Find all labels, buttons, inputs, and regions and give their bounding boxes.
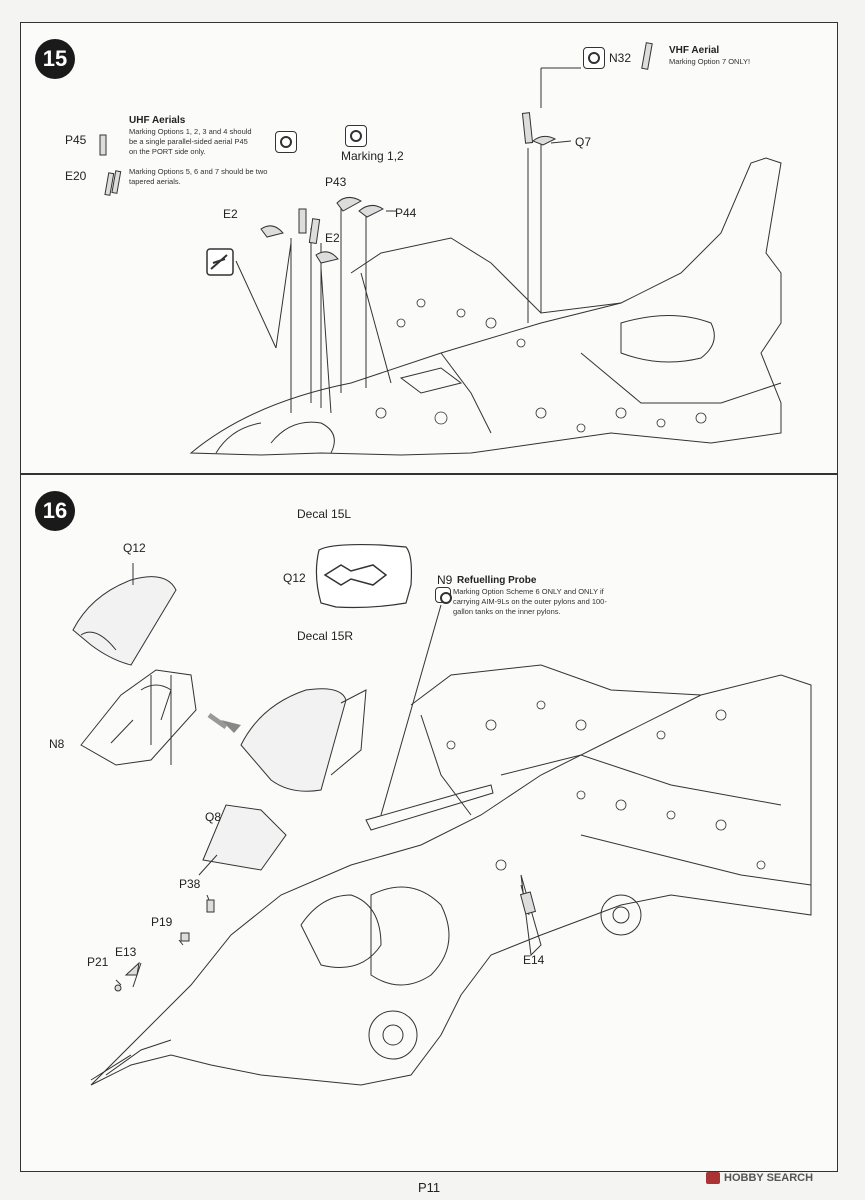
part-label: N9: [437, 573, 453, 587]
marking-option-icon: [345, 125, 367, 147]
step-15-panel: 15: [20, 22, 838, 474]
part-label: N32: [609, 51, 632, 65]
hobby-search-watermark: HOBBY SEARCH: [706, 1172, 814, 1185]
marking-option-icon: [275, 131, 297, 153]
vhf-aerial-note: Marking Option 7 ONLY!: [669, 57, 751, 66]
vhf-aerial-title: VHF Aerial: [669, 45, 720, 56]
step-number-badge: 15: [35, 39, 75, 79]
part-label: P44: [395, 206, 417, 220]
page-number: P11: [418, 1180, 441, 1195]
part-label: P19: [151, 915, 173, 929]
part-label: P21: [87, 955, 109, 969]
refuelling-probe-title: Refuelling Probe: [457, 575, 537, 586]
part-label: E20: [65, 169, 87, 183]
part-label: Q8: [205, 810, 222, 824]
decal-label-top: Decal 15L: [297, 507, 352, 521]
uhf-aerials-note-2: Marking Options 5, 6 and 7 should be two…: [129, 167, 268, 186]
marking-option-icon: [435, 587, 452, 604]
decal-label-bottom: Decal 15R: [297, 629, 354, 643]
part-label: E2: [223, 207, 238, 221]
hobby-search-logo-icon: [706, 1172, 720, 1185]
watermark-text: HOBBY SEARCH: [724, 1172, 814, 1184]
part-label: E13: [115, 945, 137, 959]
marking-option-icon: [583, 47, 605, 69]
part-label: P43: [325, 175, 347, 189]
step-number-badge: 16: [35, 491, 75, 531]
step-16-drawing: [72, 543, 812, 1086]
part-label: Q7: [575, 135, 592, 149]
part-label: E2: [325, 231, 340, 245]
part-label: E14: [523, 953, 545, 967]
part-label: P45: [65, 133, 87, 147]
marking-option-label: Marking 1,2: [341, 149, 404, 163]
uhf-aerials-note: Marking Options 1, 2, 3 and 4 should be …: [129, 127, 252, 156]
part-label: Q12: [123, 541, 146, 555]
part-label: Q12: [283, 571, 306, 585]
refuelling-probe-note: Marking Option Scheme 6 ONLY and ONLY if…: [453, 587, 607, 616]
part-label: P38: [179, 877, 201, 891]
step-16-panel: 16: [20, 474, 838, 1172]
part-label: N8: [49, 737, 65, 751]
step-15-drawing: [99, 42, 782, 456]
uhf-aerials-title: UHF Aerials: [129, 115, 186, 126]
